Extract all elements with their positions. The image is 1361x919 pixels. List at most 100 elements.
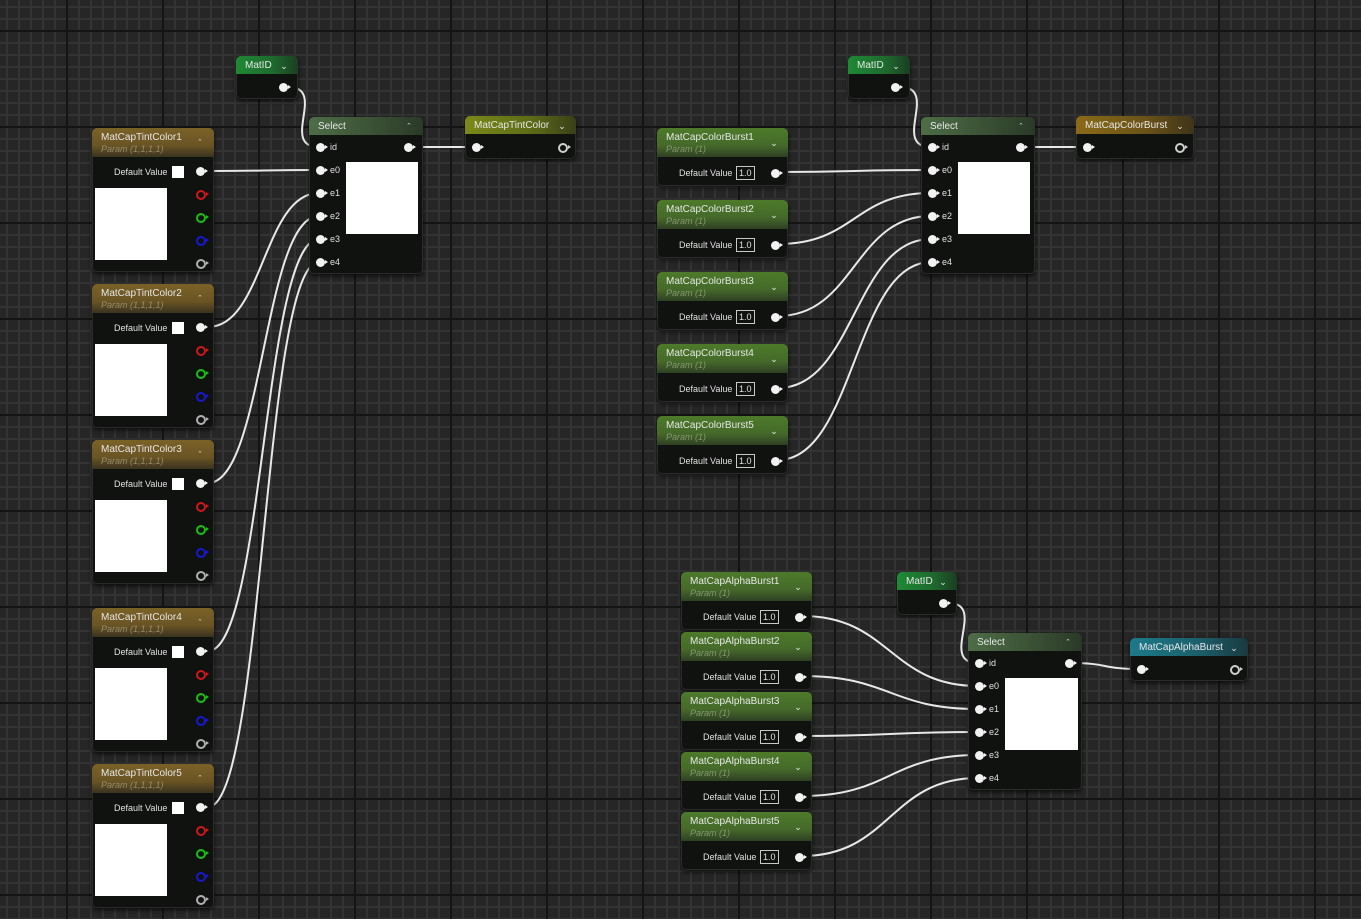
output-pin[interactable]	[771, 169, 783, 178]
output-pin-b[interactable]	[196, 236, 209, 246]
default-value-input[interactable]: 1.0	[736, 310, 755, 324]
output-pin-rgba[interactable]	[196, 167, 208, 176]
output-pin-rgba[interactable]	[196, 479, 208, 488]
output-pin-b[interactable]	[196, 392, 209, 402]
default-value-input[interactable]: 1.0	[760, 610, 779, 624]
input-pin-e2[interactable]	[928, 212, 940, 221]
chevron-down-icon[interactable]: ⌄	[892, 61, 900, 71]
output-pin-a[interactable]	[196, 895, 209, 905]
output-pin-g[interactable]	[196, 849, 209, 859]
default-color-swatch[interactable]	[172, 478, 184, 490]
input-pin[interactable]	[1083, 143, 1095, 152]
output-pin[interactable]	[795, 733, 807, 742]
output-pin-b[interactable]	[196, 548, 209, 558]
input-pin[interactable]	[472, 143, 484, 152]
default-value-input[interactable]: 1.0	[736, 454, 755, 468]
select-node-alphaburst[interactable]: Select ˆ id e0 e1 e2 e3 e4	[968, 633, 1082, 790]
output-pin[interactable]	[1230, 665, 1243, 675]
output-pin[interactable]	[795, 673, 807, 682]
input-pin-e3[interactable]	[975, 751, 987, 760]
output-pin-a[interactable]	[196, 571, 209, 581]
output-pin-g[interactable]	[196, 525, 209, 535]
chevron-down-icon[interactable]: ⌄	[280, 61, 288, 71]
input-pin-e4[interactable]	[316, 258, 328, 267]
input-pin-e3[interactable]	[928, 235, 940, 244]
chevron-down-icon[interactable]: ⌄	[1230, 643, 1238, 653]
input-pin-e0[interactable]	[928, 166, 940, 175]
output-pin-r[interactable]	[196, 502, 209, 512]
input-pin-e3[interactable]	[316, 235, 328, 244]
matid-node-colorburst[interactable]: MatID ⌄	[848, 56, 910, 99]
chevron-up-icon[interactable]: ˆ	[407, 122, 411, 132]
input-pin-e2[interactable]	[975, 728, 987, 737]
output-pin-rgba[interactable]	[196, 647, 208, 656]
default-color-swatch[interactable]	[172, 166, 184, 178]
default-value-input[interactable]: 1.0	[760, 730, 779, 744]
input-pin-id[interactable]	[316, 143, 328, 152]
input-pin-e0[interactable]	[316, 166, 328, 175]
output-pin[interactable]	[771, 385, 783, 394]
matid-node-alphaburst[interactable]: MatID ⌄	[897, 572, 957, 615]
output-pin-r[interactable]	[196, 190, 209, 200]
input-pin[interactable]	[1137, 665, 1149, 674]
output-pin[interactable]	[404, 143, 416, 152]
chevron-up-icon[interactable]: ˆ	[1066, 638, 1070, 648]
input-pin-e2[interactable]	[316, 212, 328, 221]
input-pin-e0[interactable]	[975, 682, 987, 691]
output-pin[interactable]	[771, 457, 783, 466]
select-node-tint[interactable]: Select ˆ id e0 e1 e2 e3 e4	[309, 117, 423, 274]
output-pin-g[interactable]	[196, 693, 209, 703]
input-pin-e1[interactable]	[316, 189, 328, 198]
default-color-swatch[interactable]	[172, 802, 184, 814]
output-pin-rgba[interactable]	[196, 803, 208, 812]
default-value-input[interactable]: 1.0	[760, 790, 779, 804]
output-pin-r[interactable]	[196, 826, 209, 836]
output-pin[interactable]	[1065, 659, 1077, 668]
default-color-swatch[interactable]	[172, 646, 184, 658]
output-pin[interactable]	[891, 83, 903, 92]
default-value-input[interactable]: 1.0	[736, 382, 755, 396]
output-pin[interactable]	[939, 599, 951, 608]
output-pin[interactable]	[279, 83, 291, 92]
output-pin[interactable]	[771, 241, 783, 250]
chevron-up-icon[interactable]: ˆ	[198, 774, 202, 784]
chevron-down-icon[interactable]: ⌄	[794, 582, 802, 592]
chevron-down-icon[interactable]: ⌄	[794, 762, 802, 772]
output-node-tint[interactable]: MatCapTintColor ⌄	[465, 116, 576, 159]
output-pin[interactable]	[795, 853, 807, 862]
input-pin-id[interactable]	[928, 143, 940, 152]
chevron-up-icon[interactable]: ˆ	[198, 138, 202, 148]
select-node-colorburst[interactable]: Select ˆ id e0 e1 e2 e3 e4	[921, 117, 1035, 274]
output-pin-b[interactable]	[196, 872, 209, 882]
default-value-input[interactable]: 1.0	[736, 238, 755, 252]
output-pin[interactable]	[558, 143, 571, 153]
output-pin[interactable]	[795, 793, 807, 802]
input-pin-e4[interactable]	[928, 258, 940, 267]
chevron-down-icon[interactable]: ⌄	[770, 210, 778, 220]
output-pin-a[interactable]	[196, 739, 209, 749]
matid-node-tint[interactable]: MatID ⌄	[236, 56, 298, 99]
chevron-down-icon[interactable]: ⌄	[794, 822, 802, 832]
chevron-down-icon[interactable]: ⌄	[770, 426, 778, 436]
chevron-down-icon[interactable]: ⌄	[770, 354, 778, 364]
output-pin-g[interactable]	[196, 213, 209, 223]
chevron-down-icon[interactable]: ⌄	[558, 121, 566, 131]
chevron-down-icon[interactable]: ⌄	[794, 702, 802, 712]
input-pin-e4[interactable]	[975, 774, 987, 783]
chevron-up-icon[interactable]: ˆ	[198, 618, 202, 628]
default-value-input[interactable]: 1.0	[736, 166, 755, 180]
input-pin-e1[interactable]	[975, 705, 987, 714]
default-value-input[interactable]: 1.0	[760, 850, 779, 864]
default-color-swatch[interactable]	[172, 322, 184, 334]
chevron-down-icon[interactable]: ⌄	[770, 138, 778, 148]
